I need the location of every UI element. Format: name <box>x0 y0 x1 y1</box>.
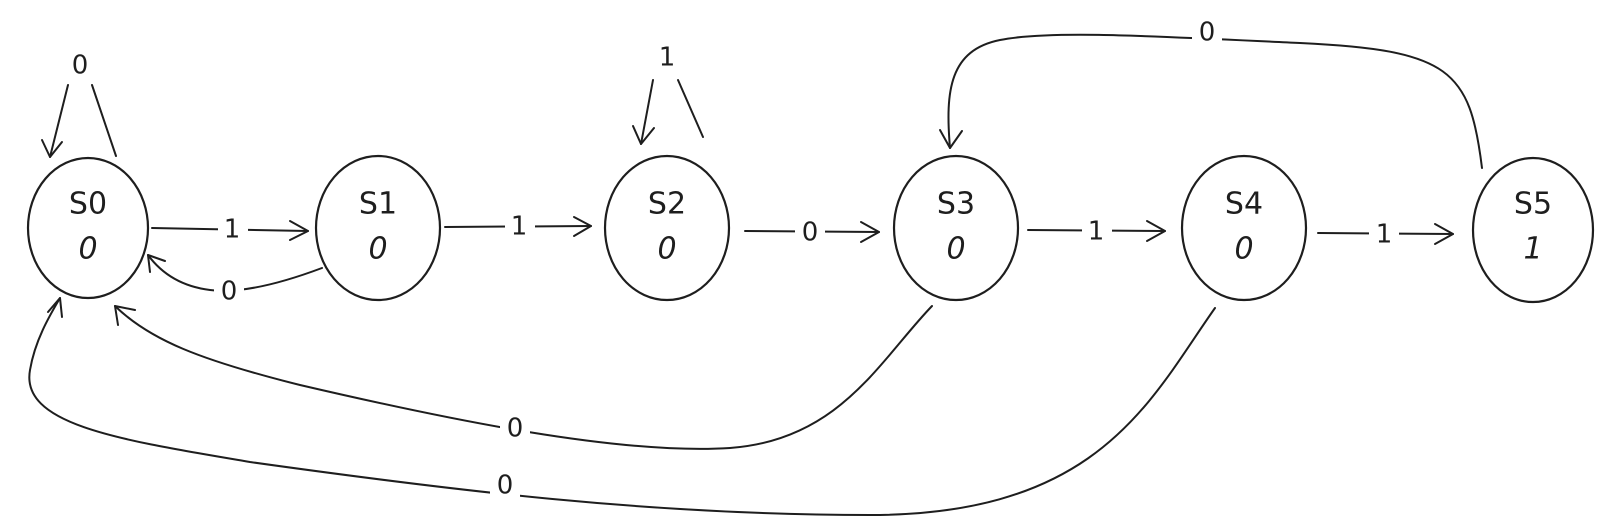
transition-label-s4-s0: 0 <box>497 471 514 501</box>
state-s3[interactable]: S3 0 <box>892 154 1020 302</box>
state-s0[interactable]: S0 0 <box>26 156 150 300</box>
transition-s0-s0: 0 <box>41 51 117 158</box>
state-name: S4 <box>1225 187 1263 222</box>
state-output: 0 <box>78 232 97 267</box>
transition-label-s2-s2: 1 <box>659 43 676 73</box>
transition-s4-s5: 1 <box>1317 218 1454 250</box>
transition-s2-s3: 0 <box>744 216 880 248</box>
transition-label-s0-s1: 1 <box>224 215 241 245</box>
transition-label-s5-s3: 0 <box>1199 18 1216 48</box>
transition-s5-s3: 0 <box>939 18 1483 169</box>
state-s2[interactable]: S2 0 <box>603 154 731 302</box>
state-name: S5 <box>1514 187 1552 222</box>
state-s1[interactable]: S1 0 <box>314 154 442 302</box>
transition-label-s0-s0: 0 <box>72 51 89 81</box>
transition-s2-s2: 1 <box>632 43 704 145</box>
transition-label-s3-s4: 1 <box>1088 217 1105 247</box>
state-output: 0 <box>946 232 965 267</box>
state-s5[interactable]: S5 1 <box>1471 156 1595 304</box>
transition-s3-s4: 1 <box>1027 215 1166 247</box>
state-name: S0 <box>69 187 107 222</box>
transition-label-s1-s2: 1 <box>511 212 528 242</box>
state-name: S3 <box>937 187 975 222</box>
transition-s1-s2: 1 <box>444 210 592 242</box>
state-output: 0 <box>368 232 387 267</box>
state-output: 1 <box>1523 232 1542 267</box>
state-s4[interactable]: S4 0 <box>1180 154 1308 302</box>
transition-label-s3-s0: 0 <box>507 414 524 444</box>
state-output: 0 <box>657 232 676 267</box>
state-name: S2 <box>648 187 686 222</box>
state-name: S1 <box>359 187 397 222</box>
state-output: 0 <box>1234 232 1253 267</box>
transition-s4-s0: 0 <box>28 297 1216 516</box>
transition-s1-s0: 0 <box>147 254 323 308</box>
transition-label-s4-s5: 1 <box>1376 220 1393 250</box>
transition-label-s1-s0: 0 <box>221 277 238 307</box>
transition-s0-s1: 1 <box>151 214 309 245</box>
transition-s3-s0: 0 <box>114 305 933 450</box>
transition-label-s2-s3: 0 <box>802 218 819 248</box>
